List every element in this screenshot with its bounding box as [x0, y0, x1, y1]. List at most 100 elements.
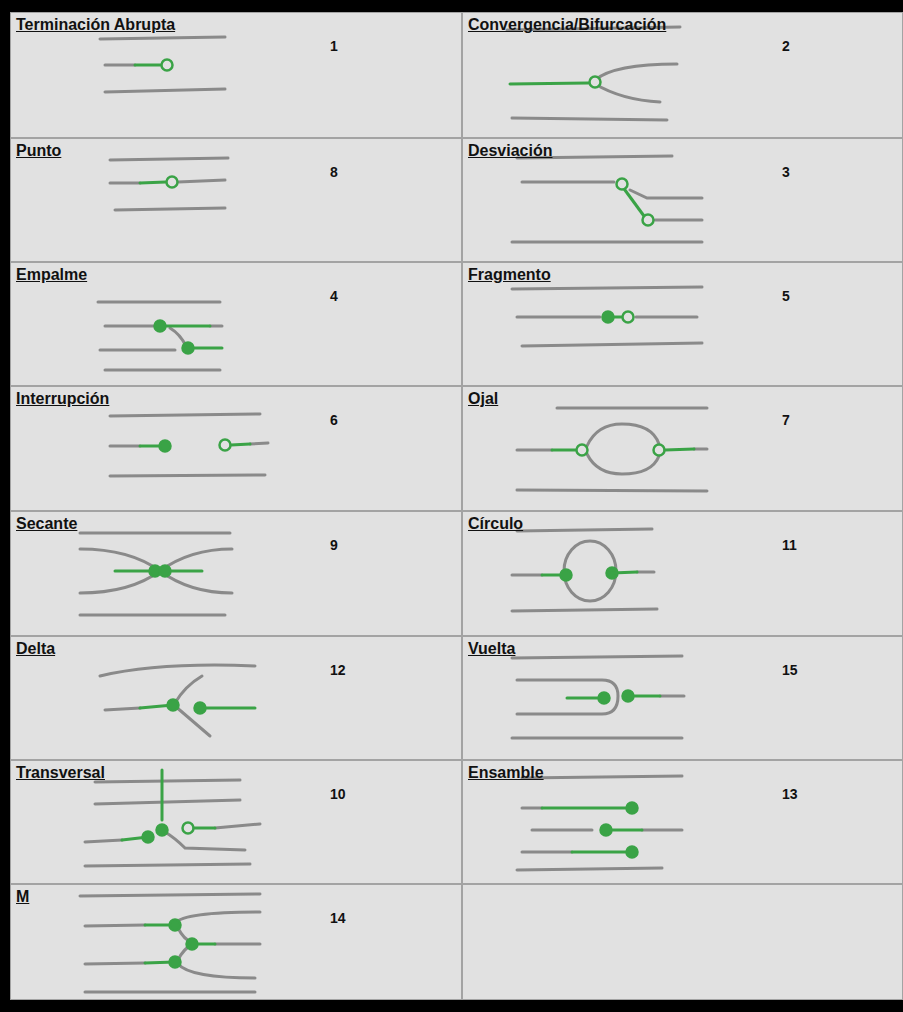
minutia-point	[627, 847, 638, 858]
ridge-line	[80, 532, 230, 535]
minutia-direction	[542, 807, 628, 810]
table-cell-line	[463, 263, 903, 386]
ridge-line	[522, 851, 572, 854]
ridge-line	[517, 449, 552, 452]
table-cell: Vuelta15	[462, 636, 903, 760]
minutia-direction	[140, 182, 166, 183]
ridge-line	[210, 325, 222, 328]
minutia-direction	[622, 186, 644, 216]
table-cell: Transversal 10	[10, 760, 462, 884]
table-cell-line	[11, 637, 462, 760]
ridge-line	[694, 448, 707, 451]
ridge-line	[80, 549, 232, 593]
ridge-line	[642, 829, 682, 832]
minutia-number: 6	[330, 412, 370, 428]
minutia-point	[577, 445, 588, 456]
ridge-line	[105, 64, 135, 67]
minutia-name: Convergencia/Bifurcación	[468, 16, 666, 34]
ridge-line	[80, 614, 225, 617]
minutia-direction	[200, 707, 255, 710]
ridge-line	[115, 208, 225, 210]
minutia-illustration	[100, 665, 255, 736]
minutia-number: 15	[782, 662, 822, 678]
ridge-line	[512, 574, 542, 577]
table-cell: Secante9	[10, 511, 462, 636]
ridge-line	[517, 529, 652, 531]
ridge-line	[105, 89, 225, 92]
table-cell: Punto8	[10, 138, 462, 262]
minutia-point	[167, 177, 178, 188]
ridge-line	[512, 241, 702, 244]
minutia-number: 14	[330, 910, 370, 926]
minutia-number: 8	[330, 164, 370, 180]
minutia-number: 2	[782, 38, 822, 54]
minutia-name: M	[16, 888, 29, 906]
ridge-line	[517, 490, 707, 491]
minutia-illustration	[517, 408, 707, 491]
minutia-illustration	[512, 287, 702, 346]
table-cell-line	[11, 13, 462, 138]
minutia-point	[160, 566, 171, 577]
table-cell-line	[463, 13, 903, 138]
minutia-direction	[612, 572, 637, 573]
minutia-name: Terminación Abrupta	[16, 16, 175, 34]
ridge-line	[215, 824, 260, 828]
minutia-point	[599, 693, 610, 704]
minutia-illustration	[512, 656, 684, 738]
table-cell: Fragmento5	[462, 262, 903, 386]
minutia-number: 7	[782, 412, 822, 428]
ridge-line	[557, 407, 707, 410]
minutia-direction	[231, 444, 250, 445]
minutia-point	[220, 440, 231, 451]
ridge-line	[250, 443, 268, 444]
minutia-point	[603, 312, 614, 323]
ridge-line	[512, 737, 682, 740]
minutia-point	[561, 570, 572, 581]
table-cell: Ensamble13	[462, 760, 903, 884]
table-cell-line	[11, 387, 462, 511]
minutia-point	[160, 441, 171, 452]
minutia-illustration	[80, 533, 232, 615]
minutia-name: Ensamble	[468, 764, 544, 782]
minutia-number: 3	[782, 164, 822, 180]
minutia-illustration	[85, 770, 260, 866]
ridge-line	[85, 963, 145, 964]
minutia-point	[623, 312, 634, 323]
ridge-line	[95, 780, 240, 782]
minutia-illustration	[517, 776, 682, 870]
ridge-line	[512, 287, 702, 289]
minutia-name: Transversal	[16, 764, 105, 782]
ridge-line	[105, 369, 220, 372]
ridge-line	[105, 708, 140, 710]
minutia-illustration	[80, 894, 260, 992]
ridge-line	[110, 182, 140, 185]
minutia-direction	[665, 449, 694, 450]
minutia-direction	[510, 83, 588, 84]
ridge-line	[532, 829, 592, 832]
minutia-illustration	[110, 414, 268, 476]
ridge-line	[630, 190, 702, 198]
minutia-name: Secante	[16, 515, 77, 533]
ridge-line	[80, 894, 260, 896]
ridge-line	[522, 343, 702, 346]
minutia-point	[162, 60, 173, 71]
table-cell: Ojal7	[462, 386, 903, 511]
minutia-illustration	[110, 158, 228, 210]
ridge-line	[100, 665, 255, 676]
ridge-line	[100, 349, 175, 352]
ridge-line	[80, 549, 232, 593]
table-cell-line	[463, 637, 903, 760]
minutia-point	[170, 957, 181, 968]
table-cell: Interrupción6	[10, 386, 462, 511]
minutia-number: 10	[330, 786, 370, 802]
minutia-number: 12	[330, 662, 370, 678]
minutia-point	[183, 343, 194, 354]
ridge-line	[175, 912, 260, 923]
table-cell-line	[463, 139, 903, 262]
minutia-direction	[606, 829, 642, 832]
ridge-line	[587, 424, 659, 446]
table-cell-line	[11, 139, 462, 262]
table-cell: Delta12	[10, 636, 462, 760]
minutia-point	[643, 215, 654, 226]
